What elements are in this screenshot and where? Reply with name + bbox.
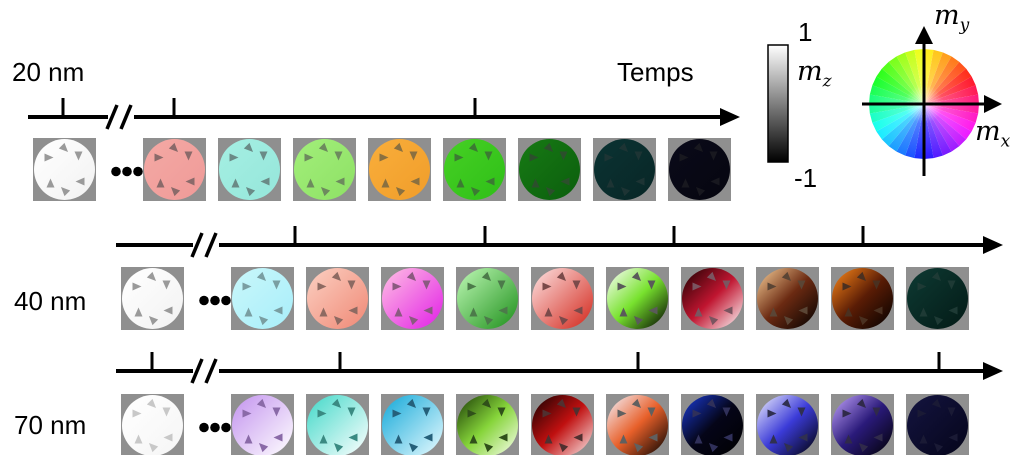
time-axis-label: Temps — [617, 57, 694, 87]
magnetization-snapshot — [456, 394, 519, 455]
axis-break — [105, 103, 134, 131]
magnetization-snapshot — [593, 138, 656, 201]
mz-colorbar — [767, 44, 789, 163]
arrow-head — [983, 362, 1003, 380]
magnetization-snapshot — [231, 394, 294, 455]
colorbar-min-label: -1 — [794, 163, 818, 193]
magnetization-snapshot — [531, 394, 594, 455]
magnetization-snapshot — [368, 138, 431, 201]
wheel-y-arrow — [915, 26, 933, 44]
magnetization-snapshot — [756, 267, 819, 330]
ellipsis-dot — [221, 422, 231, 433]
magnetization-snapshot — [906, 394, 969, 455]
arrow-head — [720, 108, 740, 126]
ellipsis-dot — [199, 422, 209, 433]
arrow-head — [983, 236, 1003, 254]
ellipsis-dot — [199, 295, 209, 306]
row-label-40nm: 40 nm — [14, 286, 87, 316]
colorbar-title: mz — [797, 56, 832, 92]
magnetization-snapshot — [681, 394, 744, 455]
magnetization-snapshot — [906, 267, 969, 330]
magnetization-snapshot — [831, 267, 894, 330]
magnetization-snapshot — [606, 394, 669, 455]
ellipsis-dot — [210, 295, 220, 306]
magnetization-snapshot — [606, 267, 669, 330]
magnetization-snapshot — [518, 138, 581, 201]
magnetization-snapshot — [531, 267, 594, 330]
magnetization-snapshot — [143, 138, 206, 201]
row-label-70nm: 70 nm — [14, 410, 87, 440]
magnetization-snapshot — [306, 394, 369, 455]
ellipsis-dot — [111, 166, 121, 177]
magnetization-snapshot — [218, 138, 281, 201]
magnetization-snapshot — [121, 394, 184, 455]
magnetization-snapshot — [306, 267, 369, 330]
magnetization-snapshot — [293, 138, 356, 201]
magnetization-snapshot — [381, 267, 444, 330]
magnetization-snapshot — [456, 267, 519, 330]
wheel-y-label: my — [934, 0, 970, 36]
magnetization-snapshot — [33, 138, 96, 201]
ellipsis-dot — [221, 295, 231, 306]
magnetization-snapshot — [831, 394, 894, 455]
magnetization-snapshot — [381, 394, 444, 455]
row-label-20nm: 20 nm — [12, 57, 85, 87]
ellipsis-dot — [133, 166, 143, 177]
colorbar-max-label: 1 — [798, 17, 813, 47]
magnetization-snapshot — [668, 138, 731, 201]
magnetization-snapshot — [121, 267, 184, 330]
magnetization-snapshot — [231, 267, 294, 330]
axis-break — [190, 357, 219, 385]
ellipsis-dot — [122, 166, 132, 177]
wheel-x-arrow — [984, 95, 1002, 113]
wheel-x-label: mx — [975, 116, 1011, 152]
magnetization-snapshot — [443, 138, 506, 201]
magnetization-snapshot — [756, 394, 819, 455]
axis-break — [190, 231, 219, 259]
ellipsis-dot — [210, 422, 220, 433]
magnetization-snapshot — [681, 267, 744, 330]
